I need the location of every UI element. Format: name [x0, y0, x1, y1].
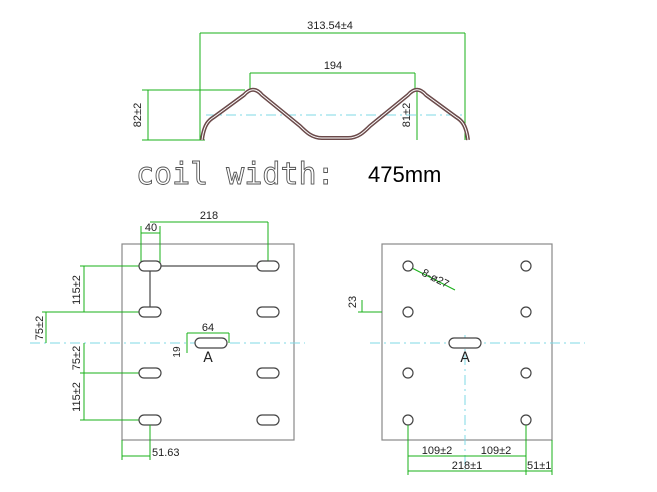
center-slot-hole: [448, 337, 482, 349]
top-offset-label: 23: [347, 296, 359, 308]
left-top-span-label: 218: [200, 210, 218, 222]
round-hole: [402, 260, 414, 272]
overall-width-label: 313.54±4: [307, 20, 353, 32]
hole-diameter-leader: [407, 265, 456, 291]
round-hole: [520, 306, 532, 318]
round-hole: [402, 306, 414, 318]
pitch-label: 194: [324, 60, 342, 72]
round-hole: [520, 367, 532, 379]
left-height-label: 82±2: [132, 103, 144, 127]
slot-hole: [138, 306, 162, 318]
section-letter-right: A: [460, 350, 470, 366]
slot-hole: [138, 414, 162, 426]
slot-hole: [138, 367, 162, 379]
slot-hole: [138, 260, 162, 272]
round-hole: [402, 367, 414, 379]
center-slot-hole: [194, 337, 228, 349]
edge-label: 51±1: [527, 460, 551, 472]
spacing-mid-label: 75±2: [71, 346, 83, 370]
bottom-edge-label: 51.63: [152, 447, 180, 459]
section-letter-left: A: [203, 350, 213, 366]
coil-width-value: 475mm: [368, 162, 441, 187]
coil-width-note: coil width: 475mm: [136, 157, 442, 193]
spacing-top-label: 115±2: [71, 275, 83, 305]
slot-hole: [256, 414, 280, 426]
round-hole: [520, 414, 532, 426]
offset-center-label: 75±2: [34, 316, 46, 340]
half-span-right-label: 109±2: [481, 445, 512, 457]
coil-width-label: coil width:: [136, 157, 335, 192]
slot-hole: [256, 260, 280, 272]
right-plate-view: 23 8-ø27 A 109±2 109±2 218±1 51±1: [347, 243, 585, 475]
slot-hole: [256, 367, 280, 379]
center-slot-height-label: 19: [172, 346, 183, 358]
slot-hole: [256, 306, 280, 318]
center-slot-width-label: 64: [202, 322, 214, 334]
round-hole: [520, 260, 532, 272]
slot-width-label: 40: [145, 222, 157, 234]
round-hole: [402, 414, 414, 426]
half-span-left-label: 109±2: [422, 445, 453, 457]
total-span-label: 218±1: [452, 460, 483, 472]
profile-view: 313.54±4 194 82±2 81±2: [132, 20, 470, 141]
spacing-bottom-label: 115±2: [71, 382, 83, 412]
w-beam-profile-inner: [201, 89, 469, 141]
left-plate-view: 218 40 115±2 75±2 75±2 115±2 64 19: [30, 210, 305, 460]
